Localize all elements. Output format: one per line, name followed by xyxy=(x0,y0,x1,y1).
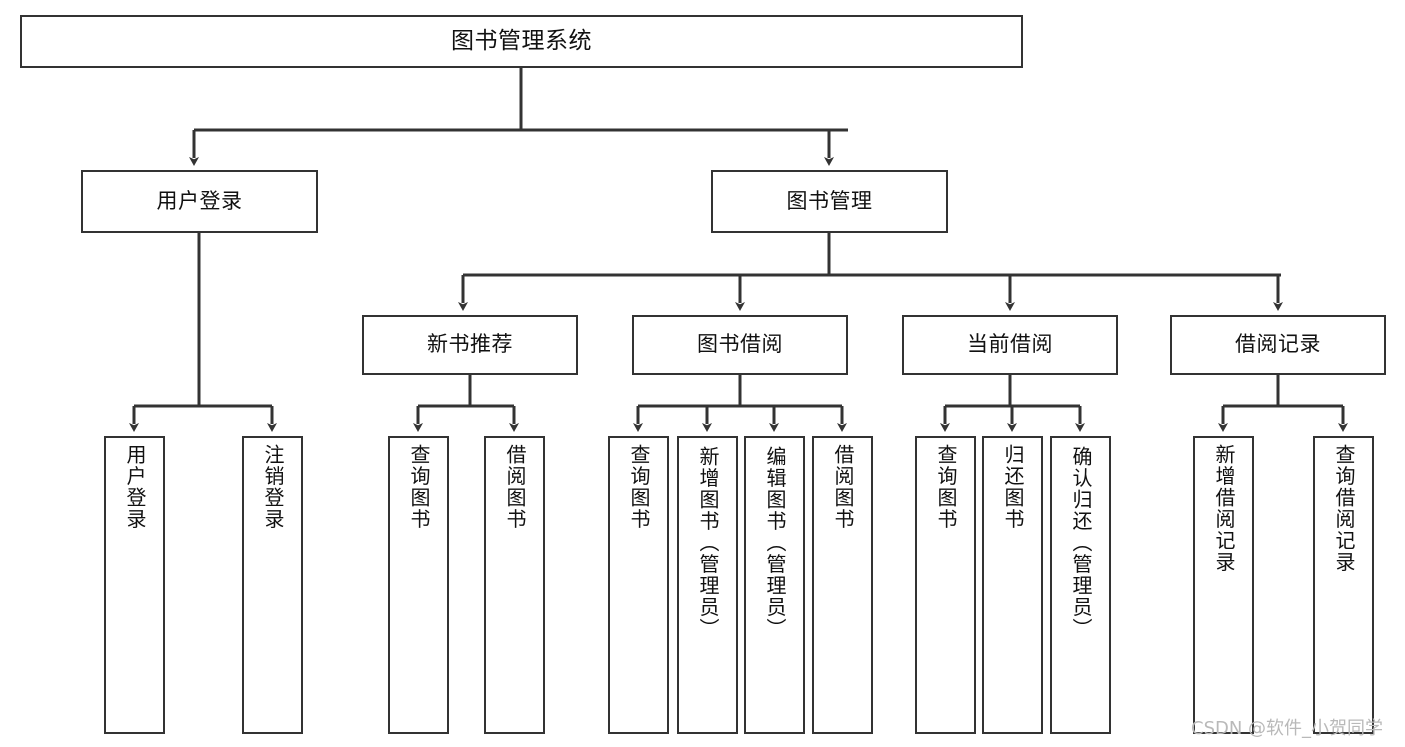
node-label: 图书借阅 xyxy=(697,332,783,357)
node-label: 新书推荐 xyxy=(427,332,513,357)
node-leaf-user-login[interactable]: 用户登录 xyxy=(104,436,165,734)
connector-root-to-level1 xyxy=(189,68,848,166)
node-label: 新增图书（管理员） xyxy=(696,446,720,640)
connector-userlogin-to-leaves xyxy=(129,233,277,432)
node-leaf-query-borrow-record[interactable]: 查询借阅记录 xyxy=(1313,436,1374,734)
node-label: 注销登录 xyxy=(261,444,285,530)
node-leaf-query-book-recommend[interactable]: 查询图书 xyxy=(388,436,449,734)
node-current-borrowing[interactable]: 当前借阅 xyxy=(902,315,1118,375)
node-leaf-query-book-borrow[interactable]: 查询图书 xyxy=(608,436,669,734)
node-label: 借阅记录 xyxy=(1235,332,1321,357)
node-leaf-user-logout[interactable]: 注销登录 xyxy=(242,436,303,734)
node-label: 当前借阅 xyxy=(967,332,1053,357)
node-user-login[interactable]: 用户登录 xyxy=(81,170,318,233)
node-label: 借阅图书 xyxy=(831,444,855,530)
node-leaf-confirm-return-admin[interactable]: 确认归还（管理员） xyxy=(1050,436,1111,734)
connector-currentborrow-to-leaves xyxy=(940,375,1085,432)
csdn-watermark: CSDN @软件_小贺同学 xyxy=(1191,718,1384,739)
node-leaf-edit-book-admin[interactable]: 编辑图书（管理员） xyxy=(744,436,805,734)
node-label: 用户登录 xyxy=(156,188,243,213)
node-label: 用户登录 xyxy=(123,444,147,530)
node-label: 新增借阅记录 xyxy=(1212,444,1236,573)
node-leaf-borrow-book[interactable]: 借阅图书 xyxy=(812,436,873,734)
node-borrowing-record[interactable]: 借阅记录 xyxy=(1170,315,1386,375)
node-label: 归还图书 xyxy=(1001,444,1025,530)
node-leaf-query-book-current[interactable]: 查询图书 xyxy=(915,436,976,734)
connector-newbook-to-leaves xyxy=(413,375,519,432)
node-leaf-borrow-book-recommend[interactable]: 借阅图书 xyxy=(484,436,545,734)
node-label: 图书管理 xyxy=(786,188,873,213)
node-book-borrowing[interactable]: 图书借阅 xyxy=(632,315,848,375)
node-label: 借阅图书 xyxy=(503,444,527,530)
node-label: 查询借阅记录 xyxy=(1332,444,1356,573)
node-label: 查询图书 xyxy=(627,444,651,530)
node-new-book-recommendation[interactable]: 新书推荐 xyxy=(362,315,578,375)
node-leaf-add-book-admin[interactable]: 新增图书（管理员） xyxy=(677,436,738,734)
node-leaf-add-borrow-record[interactable]: 新增借阅记录 xyxy=(1193,436,1254,734)
node-label: 查询图书 xyxy=(407,444,431,530)
connector-bookborrow-to-leaves xyxy=(633,375,847,432)
node-label: 图书管理系统 xyxy=(451,27,592,54)
node-label: 编辑图书（管理员） xyxy=(763,446,787,640)
connector-bookmanage-to-level2 xyxy=(458,233,1283,311)
node-label: 确认归还（管理员） xyxy=(1069,446,1093,640)
node-root-system[interactable]: 图书管理系统 xyxy=(20,15,1023,68)
node-book-management[interactable]: 图书管理 xyxy=(711,170,948,233)
node-label: 查询图书 xyxy=(934,444,958,530)
node-leaf-return-book[interactable]: 归还图书 xyxy=(982,436,1043,734)
connector-borrowrecord-to-leaves xyxy=(1218,375,1348,432)
